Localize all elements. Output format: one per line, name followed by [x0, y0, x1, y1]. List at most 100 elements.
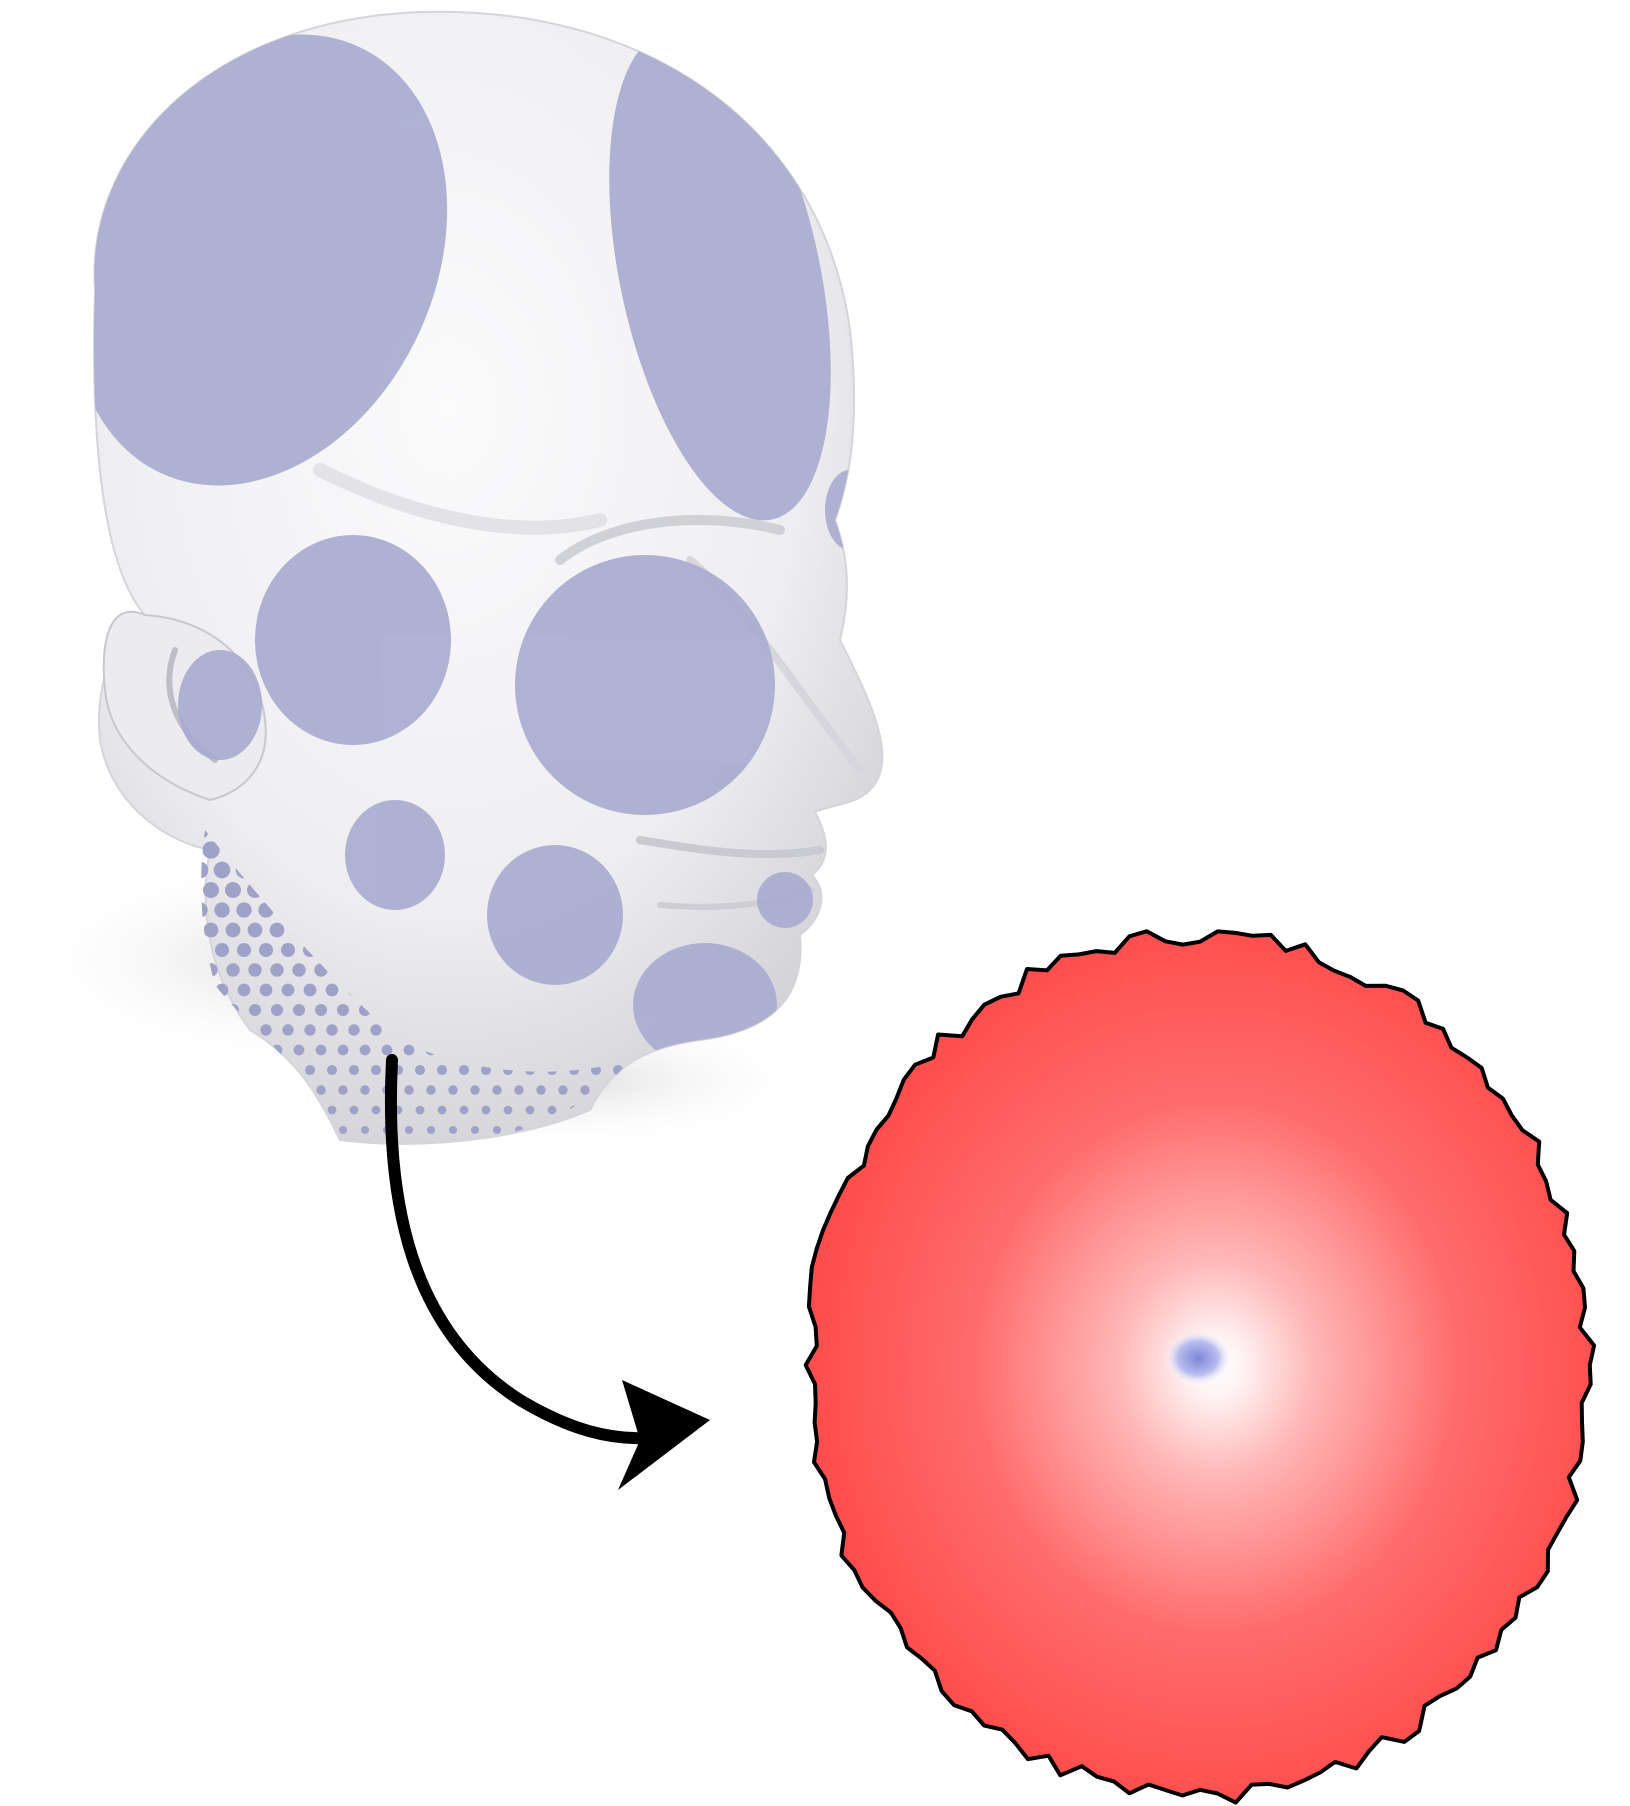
- neck-dot: [239, 1065, 249, 1075]
- neck-dot: [240, 1106, 249, 1115]
- neck-dot: [470, 1085, 479, 1094]
- neck-dot: [316, 1045, 327, 1056]
- neck-dot: [371, 1065, 381, 1075]
- neck-dot: [370, 1024, 381, 1035]
- neck-dot: [273, 1126, 281, 1134]
- neck-dot: [207, 1126, 215, 1134]
- neck-dot: [350, 1106, 359, 1115]
- neck-dot: [328, 1106, 337, 1115]
- neck-dot: [438, 1106, 447, 1115]
- neck-dot: [259, 943, 273, 957]
- neck-dot: [427, 1126, 435, 1134]
- neck-dot: [326, 984, 339, 997]
- neck-dot: [260, 1024, 271, 1035]
- neck-dot: [316, 1085, 325, 1094]
- spot-large: [515, 555, 775, 815]
- parameterized-patch-disk: [806, 931, 1594, 1802]
- spot-small: [757, 872, 813, 928]
- neck-dot: [226, 923, 241, 938]
- neck-dot: [317, 1126, 325, 1134]
- neck-dot: [404, 1085, 413, 1094]
- neck-dot: [203, 882, 219, 898]
- neck-dot: [536, 1085, 545, 1094]
- neck-dot: [493, 1126, 501, 1134]
- neck-dot: [514, 1085, 523, 1094]
- neck-dot: [404, 1045, 415, 1056]
- neck-dot: [338, 1045, 349, 1056]
- neck-dot: [293, 1004, 305, 1016]
- neck-dot: [250, 1085, 259, 1094]
- disk-origin-marker: [1164, 1330, 1232, 1386]
- neck-dot: [225, 882, 241, 898]
- neck-dot: [415, 1065, 425, 1075]
- neck-dot: [304, 984, 317, 997]
- neck-dot: [360, 1085, 369, 1094]
- spot-medium: [487, 845, 623, 985]
- neck-dot: [281, 943, 295, 957]
- neck-dot: [360, 1045, 371, 1056]
- neck-dot: [348, 1024, 359, 1035]
- neck-dot: [251, 1126, 259, 1134]
- neck-dot: [292, 963, 305, 976]
- neck-dot: [195, 1065, 205, 1075]
- neck-dot: [426, 1085, 435, 1094]
- neck-dot: [405, 1126, 413, 1134]
- spot-small: [825, 470, 875, 550]
- neck-dot: [349, 1065, 359, 1075]
- neck-dot: [248, 923, 263, 938]
- neck-dot: [248, 963, 261, 976]
- neck-dot: [526, 1106, 535, 1115]
- spot-medium: [345, 800, 445, 910]
- neck-dot: [226, 963, 239, 976]
- neck-dot: [282, 1024, 293, 1035]
- neck-dot: [339, 1126, 347, 1134]
- neck-dot: [504, 1106, 513, 1115]
- neck-dot: [236, 902, 251, 917]
- neck-dot: [558, 1085, 567, 1094]
- neck-dot: [382, 1045, 393, 1056]
- neck-dot: [416, 1106, 425, 1115]
- neck-dot: [315, 1004, 327, 1016]
- neck-dot: [548, 1106, 557, 1115]
- neck-dot: [449, 1126, 457, 1134]
- neck-dot: [437, 1065, 447, 1075]
- neck-dot: [282, 984, 295, 997]
- neck-dot: [260, 984, 273, 997]
- neck-dot: [305, 1065, 315, 1075]
- neck-dot: [327, 1065, 337, 1075]
- neck-dot: [361, 1126, 369, 1134]
- neck-dot: [372, 1106, 381, 1115]
- neck-dot: [460, 1106, 469, 1115]
- neck-dot: [294, 1045, 305, 1056]
- neck-dot: [215, 943, 229, 957]
- neck-dot: [249, 1004, 261, 1016]
- spot-small: [178, 650, 262, 760]
- neck-dot: [580, 1085, 589, 1094]
- neck-dot: [306, 1106, 315, 1115]
- neck-dot: [304, 1024, 315, 1035]
- neck-dot: [237, 943, 251, 957]
- neck-dot: [206, 1085, 215, 1094]
- neck-dot: [214, 902, 229, 917]
- neck-dot: [262, 1106, 271, 1115]
- neck-dot: [204, 923, 219, 938]
- neck-dot: [229, 1126, 237, 1134]
- neck-dot: [448, 1085, 457, 1094]
- neck-dot: [228, 1085, 237, 1094]
- neck-dot: [238, 984, 251, 997]
- neck-dot: [471, 1126, 479, 1134]
- neck-dot: [270, 923, 285, 938]
- neck-dot: [459, 1065, 469, 1075]
- neck-dot: [270, 963, 283, 976]
- neck-dot: [272, 1085, 281, 1094]
- neck-dot: [492, 1085, 501, 1094]
- neck-dot: [295, 1126, 303, 1134]
- neck-dot: [271, 1004, 283, 1016]
- neck-dot: [326, 1024, 337, 1035]
- neck-dot: [337, 1004, 349, 1016]
- neck-dot: [196, 1106, 205, 1115]
- neck-dot: [284, 1106, 293, 1115]
- neck-dot: [214, 862, 231, 879]
